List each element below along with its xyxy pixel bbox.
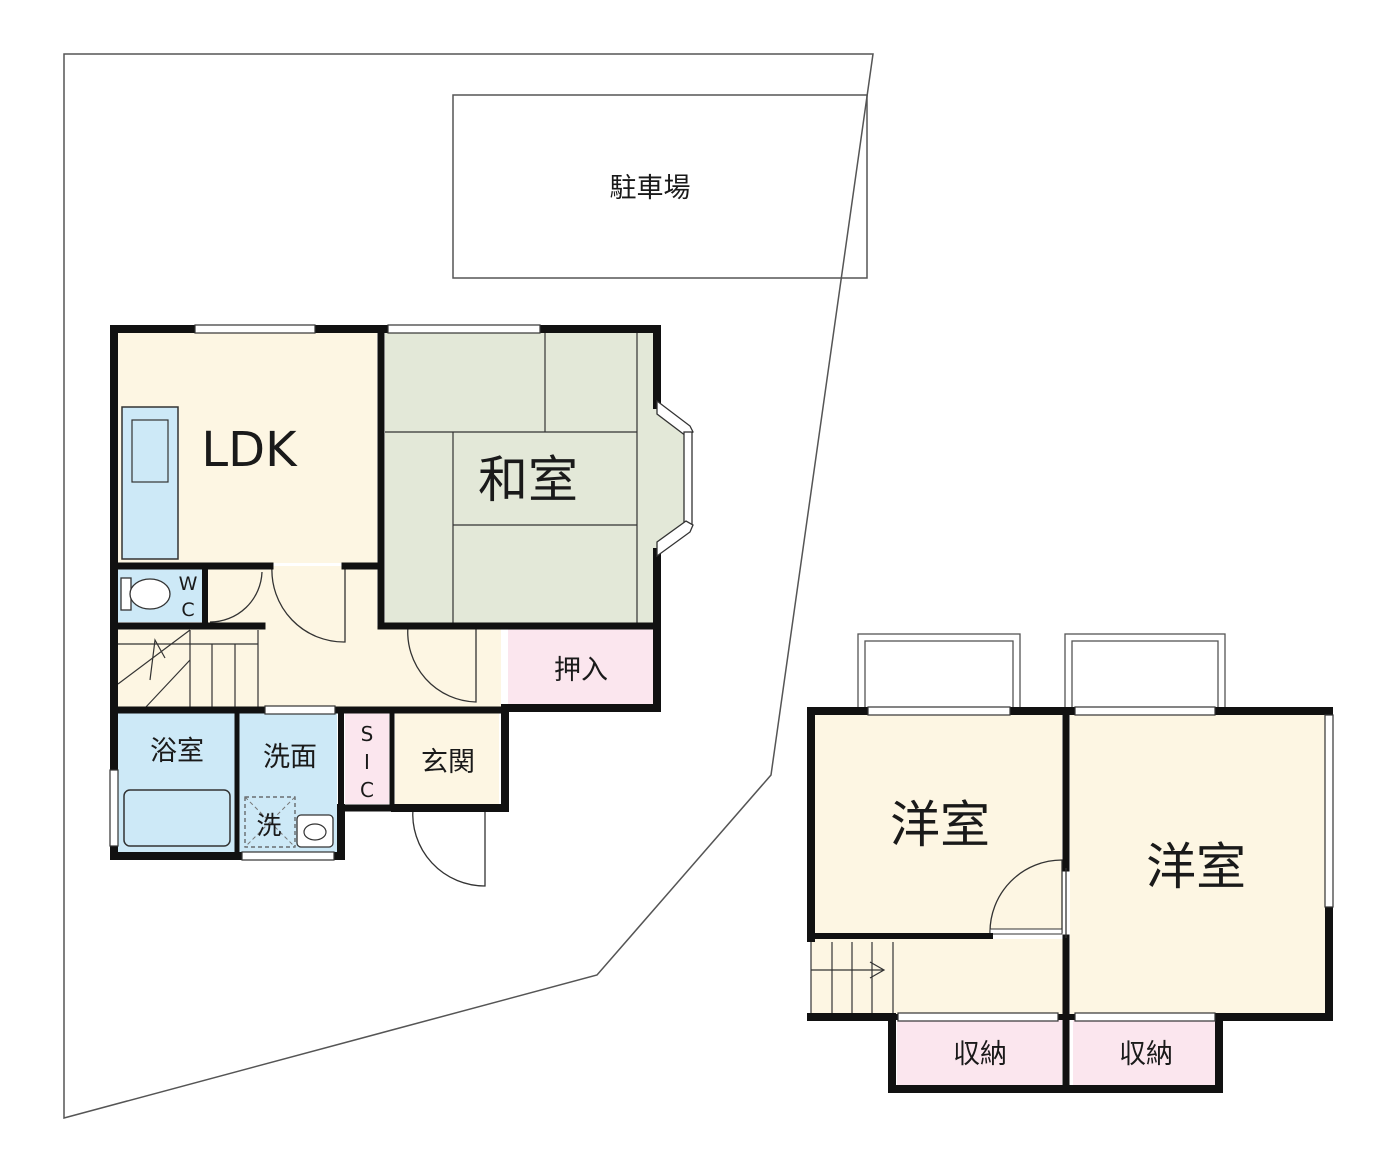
ldk-label: LDK	[201, 422, 298, 478]
hallway-lower	[118, 626, 501, 708]
sic-label-c: C	[360, 778, 374, 802]
oshiire-label: 押入	[554, 655, 608, 686]
washitsu-label: 和室	[478, 451, 578, 509]
stairs-first-floor	[117, 629, 259, 709]
door-swings-1f	[209, 565, 486, 887]
toilet-icon	[120, 577, 171, 611]
kitchen-sink	[131, 419, 169, 483]
sic-label-i: I	[364, 750, 370, 774]
bay-window-floor	[653, 405, 690, 552]
sic-closet	[345, 712, 389, 804]
entrance-room	[395, 712, 499, 804]
storage-1-label: 収納	[953, 1039, 1007, 1070]
kitchen-counter	[121, 406, 179, 560]
oshiire-closet	[508, 626, 653, 704]
parking-label: 駐車場	[610, 173, 691, 204]
washer-space	[244, 796, 296, 848]
storage-2	[1073, 1020, 1219, 1086]
lot-boundary	[63, 53, 874, 1119]
washroom-label: 洗面	[263, 742, 317, 773]
walls-1f	[110, 325, 661, 860]
door-swing-2f	[989, 859, 1063, 934]
storage-2-label: 収納	[1119, 1039, 1173, 1070]
wc-label-w: W	[179, 573, 198, 595]
tatami-lines	[385, 333, 638, 623]
hallway	[205, 566, 377, 626]
bathtub	[123, 789, 231, 847]
windows-2f	[867, 706, 1334, 1022]
stairs-second-floor	[810, 942, 894, 1015]
parking-area	[452, 94, 868, 279]
washitsu-room	[385, 333, 653, 623]
entrance-label: 玄関	[421, 747, 475, 778]
western-2-label: 洋室	[1146, 838, 1246, 896]
washer-label: 洗	[256, 811, 281, 840]
wc-label-c: C	[181, 599, 194, 621]
upper-hallway	[811, 939, 1066, 1015]
storage-1	[897, 1020, 1062, 1086]
vanity-sink	[296, 814, 334, 848]
windows-1f	[109, 324, 541, 861]
western-room-2	[1070, 715, 1325, 1015]
bay-window	[656, 399, 694, 558]
balconies	[857, 633, 1226, 710]
bath-label: 浴室	[150, 736, 204, 767]
western-1-label: 洋室	[890, 796, 990, 854]
sic-label-s: S	[361, 722, 374, 746]
western-room-1	[815, 715, 1062, 933]
